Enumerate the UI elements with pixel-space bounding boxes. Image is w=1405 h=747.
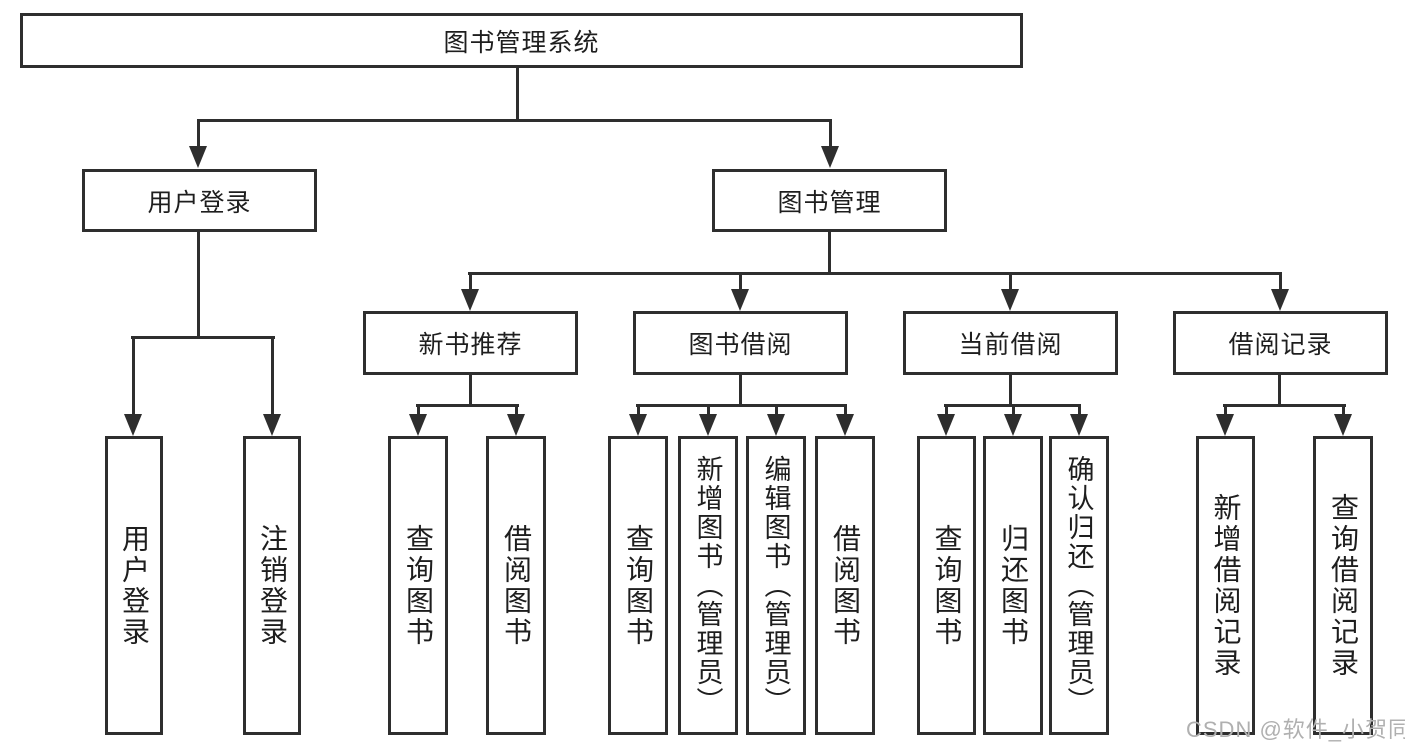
leaf-cb-return-books-label: 归还图书 (998, 523, 1029, 648)
leaf-cb-return-books: 归还图书 (983, 436, 1043, 735)
leaf-cb-query-books: 查询图书 (917, 436, 976, 735)
node-book-borrow: 图书借阅 (633, 311, 848, 375)
leaf-nb-borrow-books: 借阅图书 (486, 436, 546, 735)
connector-stem-bb-query (637, 406, 640, 415)
connector-stem-nb-query (417, 406, 420, 415)
arrowhead-book-mgmt (821, 146, 839, 168)
arrowhead-user-login-leaf (124, 414, 142, 436)
connector-stem-borrow-record (1279, 274, 1282, 290)
connector-stem-br-query (1342, 406, 1345, 415)
leaf-user-login: 用户登录 (105, 436, 163, 735)
arrowhead-cb-query (937, 414, 955, 436)
connector-user-login-branch (131, 336, 275, 339)
leaf-br-query-record: 查询借阅记录 (1313, 436, 1373, 735)
connector-borrow-record-branch (1223, 404, 1346, 407)
node-new-book-rec: 新书推荐 (363, 311, 578, 375)
leaf-nb-borrow-books-label: 借阅图书 (501, 523, 532, 648)
connector-current-borrow-branch (944, 404, 1081, 407)
arrowhead-cb-return (1004, 414, 1022, 436)
node-borrow-record: 借阅记录 (1173, 311, 1388, 375)
connector-stem-bb-edit (775, 406, 778, 415)
leaf-br-add-record: 新增借阅记录 (1196, 436, 1255, 735)
connector-book-mgmt-trunk (828, 230, 831, 274)
leaf-logout-label: 注销登录 (257, 523, 288, 648)
leaf-nb-query-books-label: 查询图书 (403, 523, 434, 648)
connector-stem-book-mgmt (829, 121, 832, 149)
arrowhead-borrow-record (1271, 289, 1289, 311)
leaf-bb-edit-books-label: 编辑图书（管理员） (760, 455, 791, 716)
arrowhead-nb-borrow (507, 414, 525, 436)
arrowhead-new-book-rec (461, 289, 479, 311)
leaf-br-query-record-label: 查询借阅记录 (1328, 492, 1359, 679)
leaf-bb-add-books: 新增图书（管理员） (678, 436, 738, 735)
connector-stem-bb-add (707, 406, 710, 415)
node-user-login: 用户登录 (82, 169, 317, 232)
node-root-label: 图书管理系统 (443, 28, 600, 57)
node-current-borrow-label: 当前借阅 (958, 331, 1063, 359)
leaf-logout: 注销登录 (243, 436, 301, 735)
node-book-mgmt-label: 图书管理 (777, 188, 882, 217)
arrowhead-br-query (1334, 414, 1352, 436)
connector-stem-book-borrow (739, 274, 742, 290)
node-borrow-record-label: 借阅记录 (1228, 331, 1333, 359)
connector-stem-new-book-rec (469, 274, 472, 290)
connector-stem-user-login-leaf (132, 338, 135, 414)
arrowhead-nb-query (409, 414, 427, 436)
connector-book-borrow-branch (636, 404, 847, 407)
node-current-borrow: 当前借阅 (903, 311, 1118, 375)
leaf-user-login-label: 用户登录 (119, 523, 150, 648)
leaf-cb-confirm-return: 确认归还（管理员） (1049, 436, 1109, 735)
csdn-watermark: CSDN @软件_小贺同学 (1186, 717, 1405, 742)
arrowhead-current-borrow (1001, 289, 1019, 311)
connector-stem-current-borrow (1009, 274, 1012, 290)
connector-stem-bb-borrow (844, 406, 847, 415)
leaf-bb-borrow-books-label: 借阅图书 (830, 523, 861, 648)
connector-stem-br-add (1224, 406, 1227, 415)
arrowhead-bb-query (629, 414, 647, 436)
leaf-bb-edit-books: 编辑图书（管理员） (746, 436, 806, 735)
connector-new-book-rec-branch (416, 404, 519, 407)
arrowhead-br-add (1216, 414, 1234, 436)
connector-borrow-record-trunk (1278, 373, 1281, 406)
connector-root-trunk (516, 66, 519, 122)
connector-stem-nb-borrow (515, 406, 518, 415)
connector-stem-cb-return (1012, 406, 1015, 415)
leaf-cb-confirm-return-label: 确认归还（管理员） (1063, 455, 1094, 716)
connector-stem-user-login (197, 121, 200, 149)
connector-stem-cb-confirm (1078, 406, 1081, 415)
arrowhead-user-login (189, 146, 207, 168)
connector-book-mgmt-branch (468, 272, 1282, 275)
connector-book-borrow-trunk (739, 373, 742, 406)
arrowhead-bb-add (699, 414, 717, 436)
connector-stem-logout-leaf (271, 338, 274, 414)
leaf-bb-borrow-books: 借阅图书 (815, 436, 875, 735)
arrowhead-book-borrow (731, 289, 749, 311)
arrowhead-bb-borrow (836, 414, 854, 436)
leaf-br-add-record-label: 新增借阅记录 (1210, 492, 1242, 679)
node-book-borrow-label: 图书借阅 (688, 331, 793, 359)
connector-user-login-trunk (197, 230, 200, 338)
node-user-login-label: 用户登录 (147, 188, 252, 217)
node-root: 图书管理系统 (20, 13, 1023, 68)
leaf-bb-query-books: 查询图书 (608, 436, 668, 735)
arrowhead-logout-leaf (263, 414, 281, 436)
leaf-nb-query-books: 查询图书 (388, 436, 448, 735)
node-book-mgmt: 图书管理 (712, 169, 947, 232)
connector-new-book-rec-trunk (469, 373, 472, 406)
leaf-cb-query-books-label: 查询图书 (931, 523, 963, 648)
connector-current-borrow-trunk (1009, 373, 1012, 406)
connector-root-branch (197, 119, 832, 122)
leaf-bb-add-books-label: 新增图书（管理员） (692, 455, 723, 716)
leaf-bb-query-books-label: 查询图书 (623, 523, 654, 648)
connector-stem-cb-query (945, 406, 948, 415)
arrowhead-bb-edit (767, 414, 785, 436)
arrowhead-cb-confirm (1070, 414, 1088, 436)
node-new-book-rec-label: 新书推荐 (418, 331, 523, 359)
